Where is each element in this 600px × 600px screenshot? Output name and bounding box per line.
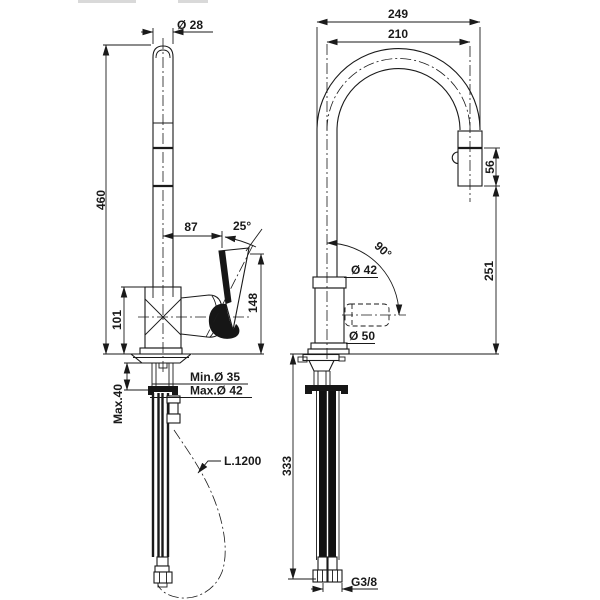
dim-reach-overall-label: 249: [388, 7, 408, 21]
dim-spout-diameter: Ø 28: [141, 18, 213, 44]
dim-spray-height: 56: [483, 147, 500, 187]
side-view: [290, 44, 499, 583]
pullout-hose-loop: [157, 429, 226, 599]
dim-reach-label: 210: [388, 27, 408, 41]
dim-handle-height: 148: [192, 253, 265, 355]
front-view: [129, 38, 254, 599]
valve-cone-lines: [144, 298, 182, 336]
dim-handle-height-label: 148: [246, 293, 260, 313]
deck-flange: [129, 353, 193, 364]
dim-spout-clearance-label: 251: [482, 261, 496, 281]
front-view-dimensions: Ø 28 460 87 25° 148: [94, 18, 265, 474]
dim-body-height: 101: [110, 286, 145, 355]
side-body-flange: [312, 276, 347, 289]
dim-max-hole-label: Max.Ø 42: [190, 384, 243, 398]
dim-overall-height: 460: [94, 44, 151, 355]
dim-reach-overall: 249: [316, 7, 481, 128]
dim-hose-length-label: L.1200: [224, 454, 262, 468]
dim-handle-angle-label: 25°: [233, 219, 251, 233]
dim-body-diameter-label: Ø 42: [351, 263, 377, 277]
dim-reach: 210: [326, 27, 471, 46]
spray-button: [451, 151, 459, 165]
hose-end-fitting: [153, 556, 173, 588]
dim-min-hole: Min.Ø 35: [152, 370, 248, 385]
lever-handle: [205, 244, 254, 339]
gooseneck-outer: [316, 48, 481, 131]
dim-swivel-angle-label: 90°: [372, 239, 395, 262]
scan-artifacts: [78, 0, 208, 3]
dim-connection-thread: G3/8: [311, 575, 378, 593]
dim-overall-height-label: 460: [94, 190, 108, 210]
supply-hoses: [151, 393, 170, 557]
dim-hose-length: L.1200: [197, 454, 262, 474]
lever-axis: [205, 244, 254, 338]
dim-underdeck-length: 333: [280, 353, 316, 580]
dim-base-diameter: Ø 50: [346, 329, 375, 344]
dim-max-deck-thickness-label: Max.40: [111, 384, 125, 424]
spout-cap-inner: [155, 49, 171, 59]
dim-max-hole: Max.Ø 42: [150, 384, 252, 398]
dim-handle-offset-label: 87: [184, 220, 198, 234]
hose-quick-connector: [166, 395, 181, 424]
dim-spout-diameter-label: Ø 28: [177, 18, 203, 32]
lever-handle-base: [208, 303, 240, 339]
spray-head: [451, 130, 483, 187]
dim-spout-clearance: 251: [482, 185, 500, 355]
dim-body-diameter: Ø 42: [344, 263, 378, 278]
dim-handle-angle: 25°: [224, 219, 263, 252]
side-view-dimensions: 249 210 56 251 90° Ø 42 Ø: [280, 7, 500, 593]
mounting-bracket: [148, 386, 178, 395]
dim-body-height-label: 101: [110, 310, 124, 330]
mounting-shaft: [151, 362, 174, 386]
gooseneck-inner: [336, 67, 461, 131]
gooseneck-centerline: [326, 58, 471, 131]
dim-max-deck-thickness: Max.40: [111, 362, 148, 424]
lever-handle-edge: [219, 250, 232, 304]
dim-handle-offset: 87: [162, 220, 223, 248]
side-body: [314, 287, 345, 344]
base-ring: [139, 347, 183, 355]
dim-min-hole-label: Min.Ø 35: [190, 370, 240, 384]
dim-underdeck-length-label: 333: [280, 456, 294, 476]
dim-spray-height-label: 56: [483, 160, 497, 174]
side-underdeck: [297, 353, 348, 583]
dim-base-diameter-label: Ø 50: [349, 329, 375, 343]
dim-connection-thread-label: G3/8: [351, 575, 377, 589]
